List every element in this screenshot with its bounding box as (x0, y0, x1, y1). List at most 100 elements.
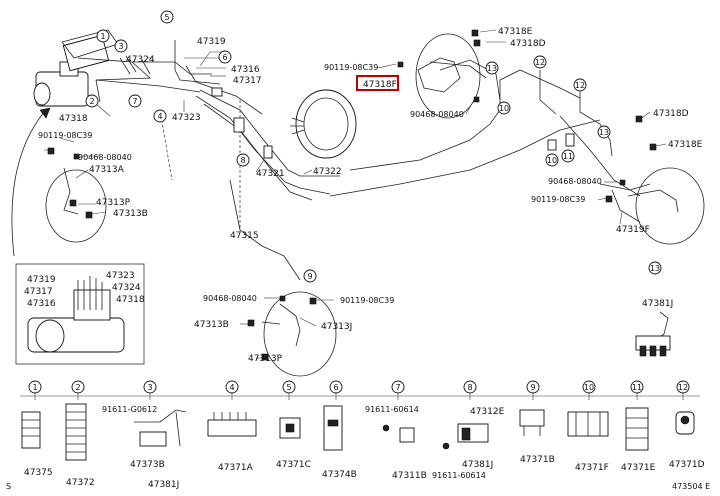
callout-11-main[interactable]: 11 (563, 152, 573, 161)
label-90468-mid[interactable]: 90468-08040 (410, 110, 464, 119)
legend-callout-11[interactable]: 11 (632, 383, 642, 392)
label-47318E-top[interactable]: 47318E (498, 27, 533, 37)
callout-12-main[interactable]: 12 (535, 58, 545, 67)
label-47313P-low[interactable]: 47313P (248, 354, 283, 364)
legend-91611-60614-b[interactable]: 91611-60614 (432, 471, 486, 480)
legend-callout-8[interactable]: 8 (467, 383, 472, 392)
legend-callout-6[interactable]: 6 (333, 383, 338, 392)
inset-label-47323[interactable]: 47323 (106, 271, 135, 281)
callout-5-main[interactable]: 5 (164, 13, 169, 22)
callout-10-main[interactable]: 10 (499, 104, 509, 113)
legend-callout-5[interactable]: 5 (286, 383, 291, 392)
label-47315[interactable]: 47315 (230, 231, 259, 241)
legend-row: 1 2 3 4 5 6 7 8 9 10 11 12 (20, 380, 705, 490)
legend-47371A[interactable]: 47371A (218, 463, 254, 473)
label-47318F-highlighted[interactable]: 47318F (363, 80, 397, 90)
callout-9-main[interactable]: 9 (307, 272, 312, 281)
legend-47371E[interactable]: 47371E (621, 463, 656, 473)
label-90468-right[interactable]: 90468-08040 (548, 177, 602, 186)
legend-47371B[interactable]: 47371B (520, 455, 555, 465)
label-47318D-top[interactable]: 47318D (510, 39, 546, 49)
legend-47381J-a[interactable]: 47381J (148, 480, 179, 490)
callout-13-detail[interactable]: 13 (650, 264, 660, 273)
legend-47372[interactable]: 47372 (66, 478, 95, 488)
callout-1[interactable]: 1 (100, 32, 105, 41)
legend-callout-1[interactable]: 1 (32, 383, 37, 392)
legend-47371D[interactable]: 47371D (669, 460, 705, 470)
callout-13-main-b[interactable]: 13 (487, 64, 497, 73)
label-47323-top[interactable]: 47323 (172, 113, 201, 123)
inset-label-47319[interactable]: 47319 (27, 275, 56, 285)
legend-47311B[interactable]: 47311B (392, 471, 427, 481)
clip-drawings (21, 403, 695, 461)
front-left-disc-drawing (45, 167, 107, 243)
label-47317-top[interactable]: 47317 (233, 76, 262, 86)
brake-booster-drawing (290, 89, 357, 159)
legend-callout-4[interactable]: 4 (229, 383, 234, 392)
legend-47374B[interactable]: 47374B (322, 470, 357, 480)
legend-47375[interactable]: 47375 (24, 468, 53, 478)
label-47321[interactable]: 47321 (256, 169, 285, 179)
callout-4-main[interactable]: 4 (157, 112, 162, 121)
front-right-disc-drawing (415, 33, 487, 119)
rear-left-disc-drawing (261, 291, 337, 377)
legend-callout-10[interactable]: 10 (584, 383, 594, 392)
label-47318D-right[interactable]: 47318D (653, 109, 689, 119)
actuator-inset: 47319 47317 47316 47323 47324 47318 (15, 263, 145, 365)
legend-callout-7[interactable]: 7 (395, 383, 400, 392)
label-90468-left[interactable]: 90468-08040 (78, 153, 132, 162)
label-47313B-left[interactable]: 47313B (113, 209, 148, 219)
callout-3-main[interactable]: 3 (118, 42, 123, 51)
legend-47373B[interactable]: 47373B (130, 460, 165, 470)
main-part-labels: 47319 47324 47316 47317 47318 47323 9011… (38, 27, 703, 364)
legend-callout-3[interactable]: 3 (147, 383, 152, 392)
label-47316-top[interactable]: 47316 (231, 65, 260, 75)
label-47318E-right[interactable]: 47318E (668, 140, 703, 150)
inset-label-47324[interactable]: 47324 (112, 283, 141, 293)
label-47313A[interactable]: 47313A (89, 165, 125, 175)
inset-label-47317[interactable]: 47317 (24, 287, 53, 297)
callout-13-main[interactable]: 13 (599, 128, 609, 137)
label-47313P-left[interactable]: 47313P (96, 198, 131, 208)
legend-callout-2[interactable]: 2 (75, 383, 80, 392)
fittings (47, 29, 657, 361)
legend-47371F[interactable]: 47371F (575, 463, 609, 473)
callout-2-main[interactable]: 2 (89, 97, 94, 106)
legend-callout-12[interactable]: 12 (678, 383, 688, 392)
callouts-main: 1 2 3 4 5 6 7 8 9 10 10 11 12 12 13 13 1… (85, 10, 662, 283)
legend-47381J-b[interactable]: 47381J (462, 460, 493, 470)
footer-left-mark: S (6, 482, 11, 491)
leader-lines (44, 29, 667, 359)
inset-label-47316[interactable]: 47316 (27, 299, 56, 309)
inset-label-47318[interactable]: 47318 (116, 295, 145, 305)
label-47313J[interactable]: 47313J (321, 322, 352, 332)
label-90119-left[interactable]: 90119-08C39 (38, 131, 92, 140)
legend-91611-G0612[interactable]: 91611-G0612 (102, 405, 157, 414)
rear-right-disc-drawing (627, 167, 705, 245)
reference-arrow (11, 111, 45, 257)
label-47324-top[interactable]: 47324 (126, 55, 155, 65)
label-47319F[interactable]: 47319F (616, 225, 650, 235)
label-90119-low[interactable]: 90119-08C39 (340, 296, 394, 305)
label-47318-left[interactable]: 47318 (59, 114, 88, 124)
callout-10-main-b[interactable]: 10 (547, 156, 557, 165)
legend-47312E[interactable]: 47312E (470, 407, 505, 417)
legend-callout-9[interactable]: 9 (530, 383, 535, 392)
footer-diagram-code: 473504 E (672, 482, 710, 491)
callout-8-main[interactable]: 8 (240, 156, 245, 165)
label-90468-low[interactable]: 90468-08040 (203, 294, 257, 303)
label-47381J-top[interactable]: 47381J (642, 299, 673, 309)
label-90119-right[interactable]: 90119-08C39 (531, 195, 585, 204)
label-47319-top[interactable]: 47319 (197, 37, 226, 47)
callout-6-main[interactable]: 6 (222, 53, 227, 62)
callout-7-main[interactable]: 7 (132, 97, 137, 106)
label-47322[interactable]: 47322 (313, 167, 342, 177)
legend-91611-60614-a[interactable]: 91611-60614 (365, 405, 419, 414)
callout-12-main-b[interactable]: 12 (575, 81, 585, 90)
clamp-detail-13 (635, 311, 671, 357)
legend-47371C[interactable]: 47371C (276, 460, 311, 470)
highlight-box-47318F (356, 75, 399, 91)
label-90119-mid[interactable]: 90119-08C39 (324, 63, 378, 72)
label-47313B-low[interactable]: 47313B (194, 320, 229, 330)
